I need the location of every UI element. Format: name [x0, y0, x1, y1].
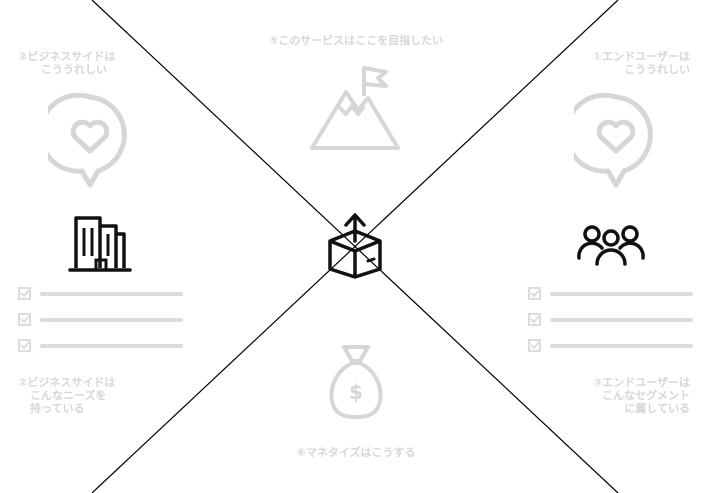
svg-text:$: $: [349, 380, 363, 404]
mountain-flag-icon: [310, 66, 400, 150]
checkbox-icon: [528, 313, 541, 326]
checkbox-icon: [528, 339, 541, 352]
checkbox-icon: [18, 339, 31, 352]
top-label: ⑤このサービスはここを目指したい: [268, 34, 444, 47]
diagonal-line-right: [91, 0, 619, 493]
checklist-item: [528, 339, 698, 352]
checkbox-icon: [18, 287, 31, 300]
checklist-item: [528, 287, 698, 300]
checklist-line: [40, 318, 183, 322]
checkbox-icon: [528, 287, 541, 300]
heart-speech-bubble-icon: [48, 93, 127, 188]
group-people-icon: [577, 225, 645, 266]
money-bag-icon: $: [329, 345, 383, 419]
right-checklist: [528, 287, 698, 365]
checklist-item: [528, 313, 698, 326]
checklist-line: [550, 318, 693, 322]
left-checklist: [18, 287, 188, 365]
top-right-label: ①エンドユーザーは こううれしい: [592, 50, 690, 76]
box-upload-icon: [328, 213, 382, 279]
bottom-right-label: ③エンドユーザーは こんなセグメント に属している: [592, 376, 690, 415]
checklist-line: [40, 292, 183, 296]
bottom-left-label: ②ビジネスサイドは こんなニーズを 持っている: [18, 376, 116, 415]
checklist-line: [550, 344, 693, 348]
checklist-line: [40, 344, 183, 348]
checkbox-icon: [18, 313, 31, 326]
checklist-item: [18, 287, 188, 300]
checklist-line: [550, 292, 693, 296]
top-left-label: ②ビジネスサイドは こううれしい: [18, 50, 116, 76]
checklist-item: [18, 339, 188, 352]
bottom-label: ⑥マネタイズはこうする: [296, 446, 416, 459]
checklist-item: [18, 313, 188, 326]
heart-speech-bubble-icon: [574, 93, 653, 188]
buildings-icon: [68, 216, 132, 272]
